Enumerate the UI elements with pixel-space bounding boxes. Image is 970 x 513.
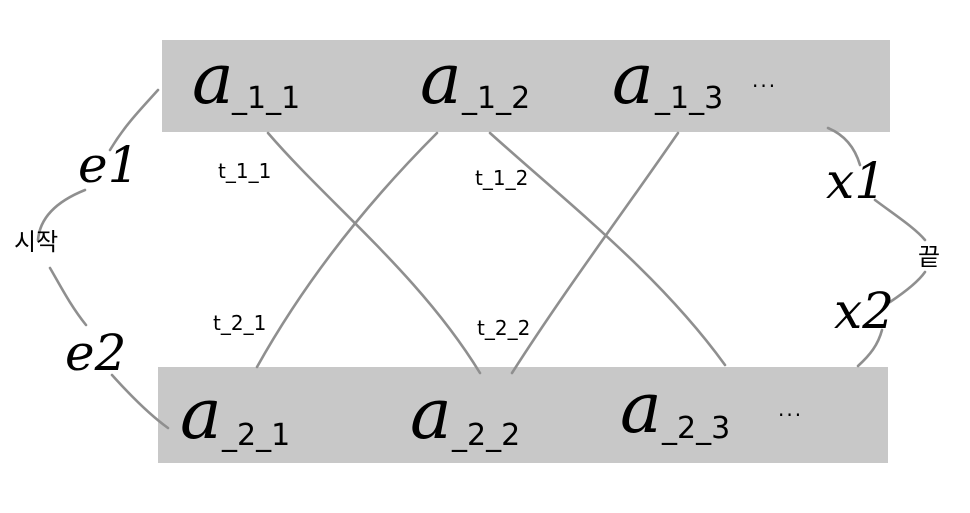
- entry-label-e2: e2: [65, 324, 126, 382]
- node-a21-label: a: [180, 373, 222, 455]
- node-a22-subscript: _2_2: [451, 418, 520, 453]
- entry-label-start: 시작: [14, 228, 58, 256]
- wire-entry-mid-bottom: [48, 266, 88, 327]
- exit-label-end: 끝: [918, 243, 940, 271]
- node-a21-subscript: _2_1: [221, 418, 290, 453]
- wire-exit-top: [826, 126, 862, 167]
- exit-label-x2: x2: [834, 282, 894, 340]
- node-a13-ellipsis: ···: [752, 74, 777, 98]
- wire-exit-mid-bottom: [888, 270, 927, 304]
- wire-a12-to-a23: [488, 131, 727, 367]
- wire-entry-bottom: [110, 373, 170, 430]
- edge-label-t11: t_1_1: [218, 159, 271, 183]
- wire-a12-to-a21: [255, 131, 439, 369]
- node-a23-subscript: _2_3: [661, 411, 730, 446]
- line-2-band: [158, 367, 888, 463]
- wire-exit-mid-top: [873, 198, 927, 242]
- node-a11-label: a: [192, 38, 234, 120]
- node-a22-label: a: [410, 373, 452, 455]
- node-a13-subscript: _1_3: [654, 81, 723, 116]
- node-a23-ellipsis: ···: [778, 403, 803, 427]
- wire-a13-to-a22: [510, 131, 680, 375]
- entry-label-e1: e1: [78, 136, 139, 194]
- node-a13-label: a: [612, 38, 654, 120]
- edge-label-t22: t_2_2: [477, 316, 530, 340]
- wire-entry-mid-top: [36, 188, 87, 242]
- node-a11-subscript: _1_1: [231, 81, 300, 116]
- node-a12-label: a: [420, 38, 462, 120]
- edge-label-t12: t_1_2: [475, 166, 528, 190]
- wire-entry-top: [108, 88, 160, 152]
- node-a23-label: a: [620, 367, 662, 449]
- line-1-band: [162, 40, 890, 132]
- wire-a11-to-a22: [266, 131, 482, 375]
- wire-exit-bottom: [856, 328, 884, 368]
- edge-label-t21: t_2_1: [213, 311, 266, 335]
- node-a12-subscript: _1_2: [461, 81, 530, 116]
- exit-label-x1: x1: [826, 152, 886, 210]
